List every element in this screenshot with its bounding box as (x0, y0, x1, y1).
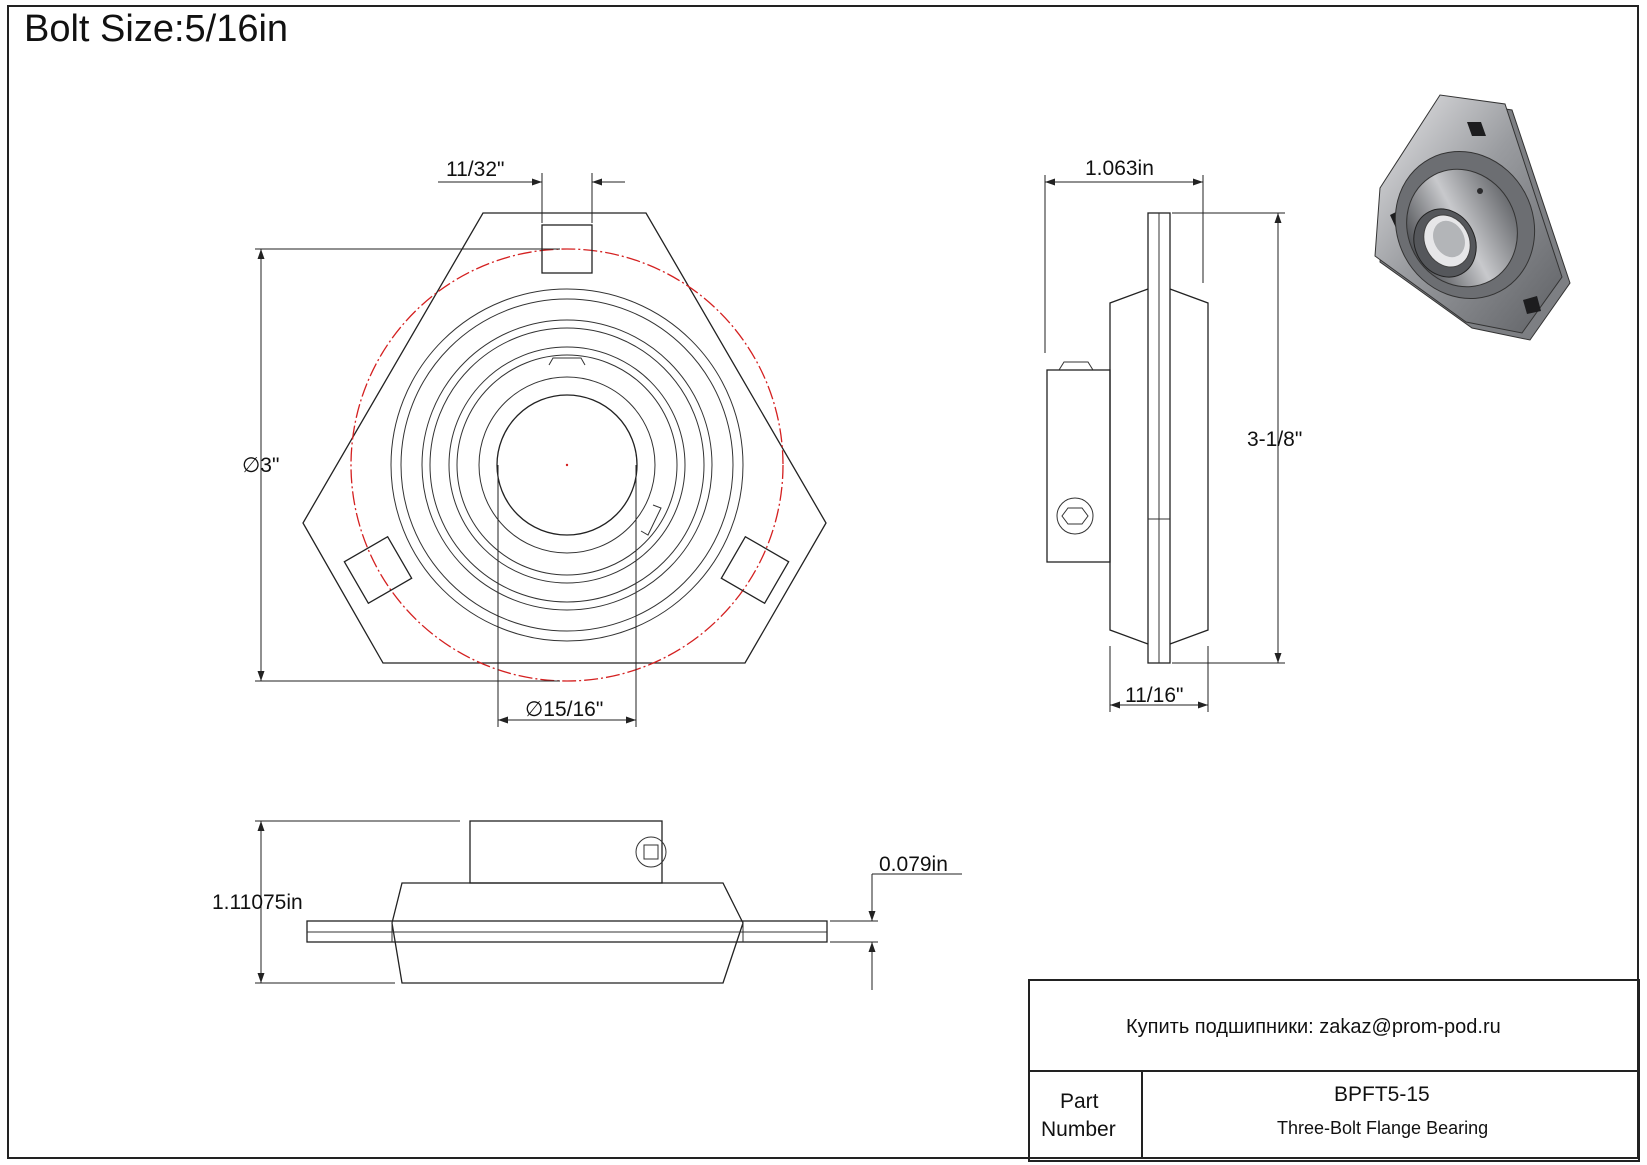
bottom-view (306, 820, 828, 984)
side-housing-right (1169, 288, 1209, 645)
insert-ring-outer (448, 346, 686, 584)
bolt-slot-left (343, 535, 413, 605)
part-description: Three-Bolt Flange Bearing (1277, 1118, 1489, 1138)
flange-outline (302, 212, 827, 664)
center-mark (565, 463, 569, 467)
front-view (302, 212, 827, 682)
part-label-line1: Part (1060, 1090, 1099, 1113)
housing-ring-4 (429, 327, 705, 603)
part-label-line2: Number (1041, 1118, 1116, 1141)
side-notch (1058, 361, 1094, 371)
bottom-view-dimensions: 1.11075in 0.079in (212, 820, 962, 990)
buy-contact-line: Купить подшипники: zakaz@prom-pod.ru (1126, 1016, 1501, 1038)
bolt-slot-right (720, 535, 790, 605)
bolt-circle (350, 248, 784, 682)
bolt-circle-label: ∅3" (242, 454, 279, 477)
overall-depth-label: 1.063in (1085, 157, 1154, 180)
flange-thickness-label: 0.079in (879, 853, 948, 876)
title-block-vdivider (1141, 1070, 1143, 1158)
bore-label: ∅15/16" (525, 698, 603, 721)
set-screw-notch-side (640, 504, 662, 536)
side-view (1046, 212, 1209, 664)
insert-ring-3 (478, 376, 656, 554)
sheet-border (7, 5, 1639, 1159)
overall-height-label: 3-1/8" (1247, 428, 1302, 451)
bottom-housing (391, 882, 744, 984)
side-insert-collar (1046, 369, 1111, 563)
side-view-dimensions: 1.063in 3-1/8" 11/16" (1044, 157, 1302, 712)
set-screw-notch-top (548, 357, 586, 366)
bore-circle (496, 394, 638, 536)
housing-ring-2 (400, 298, 734, 632)
total-height-label: 1.11075in (212, 891, 303, 914)
housing-ring-outer (390, 288, 744, 642)
title-block-divider (1028, 1070, 1640, 1072)
side-set-screw (1056, 497, 1094, 535)
bottom-socket (643, 844, 659, 860)
side-housing-left (1109, 288, 1149, 645)
drawing-title: Bolt Size:5/16in (24, 8, 289, 50)
bottom-set-screw (635, 836, 667, 868)
insert-ring-2 (456, 354, 678, 576)
housing-depth-label: 11/16" (1125, 684, 1183, 707)
front-view-dimensions: 11/32" ∅3" ∅15/16" (242, 158, 637, 727)
isometric-render (1374, 94, 1571, 341)
housing-ring-3 (421, 319, 713, 611)
slot-width-label: 11/32" (446, 158, 504, 181)
part-number: BPFT5-15 (1334, 1083, 1430, 1106)
side-hex-socket (1061, 507, 1089, 525)
bottom-insert-collar (469, 820, 663, 884)
